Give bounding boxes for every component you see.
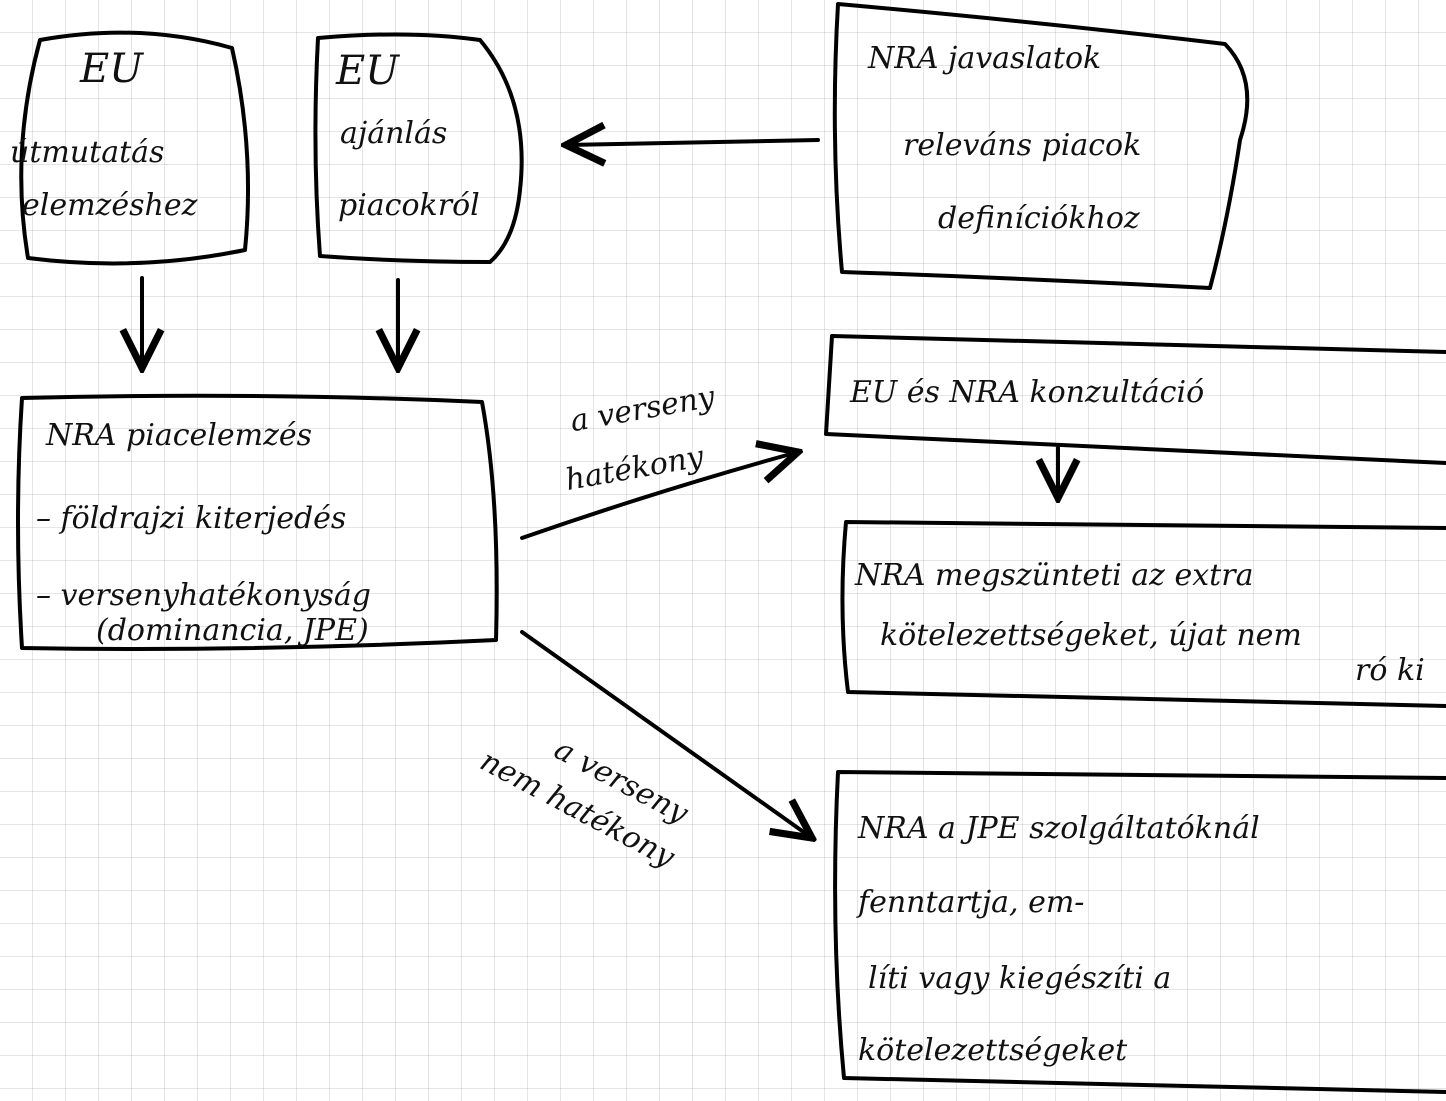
box-nra-market-analysis-line-3: – versenyhatékonyság [36,578,371,613]
box-nra-removes-line-1: NRA megszünteti az extra [854,558,1253,593]
box-nra-maintains-line-1: NRA a JPE szolgáltatóknál [857,811,1260,846]
box-nra-maintains-line-2: fenntartja, em- [856,885,1084,920]
box-nra-removes-line-2: kötelezettségeket, újat nem [880,618,1302,653]
box-eu-review-line-2: útmutatás [10,135,164,170]
box-nra-maintains-line-3: líti vagy kiegészíti a [868,961,1171,996]
box-consultation-line-1: EU és NRA konzultáció [849,375,1204,410]
box-eu-review-line-1: EU [79,46,144,92]
box-nra-market-analysis-line-2: – földrajzi kiterjedés [36,501,346,536]
box-nra-maintains: NRA a JPE szolgáltatóknál fenntartja, em… [833,770,1446,1094]
box-nra-market-analysis-line-4: (dominancia, JPE) [96,613,369,648]
box-eu-review-line-3: elemzéshez [22,188,198,223]
arrow-label-effective-line-2: hatékony [563,439,708,498]
arrow-proposal-to-recommendation [566,140,820,145]
box-consultation: EU és NRA konzultáció [824,334,1446,465]
box-nra-market-analysis-line-1: NRA piacelemzés [45,418,312,453]
box-eu-recommendation-line-1: EU [335,48,400,94]
box-nra-maintains-line-4: kötelezettségeket [858,1033,1128,1068]
box-nra-proposal-line-1: NRA javaslatok [867,41,1101,76]
arrow-not-effective-to-maintains [520,630,812,838]
box-eu-recommendation: EU ajánlás piacokról [313,32,524,264]
box-nra-proposal-line-2: releváns piacok [903,128,1141,163]
box-nra-market-analysis: NRA piacelemzés – földrajzi kiterjedés –… [16,393,499,651]
box-eu-recommendation-line-2: ajánlás [340,116,447,151]
arrow-label-effective-line-1: a verseny [568,379,719,439]
arrow-label-not-effective: a verseny nem hatékony [474,732,694,876]
box-nra-removes: NRA megszünteti az extra kötelezettségek… [840,520,1446,708]
box-nra-removes-line-3: ró ki [1355,653,1425,688]
box-eu-recommendation-line-3: piacokról [338,188,480,223]
arrow-effective-to-consultation [520,452,798,540]
box-nra-proposal-line-3: definíciókhoz [938,201,1140,236]
box-eu-review: EU útmutatás elemzéshez [10,30,250,266]
box-nra-proposal: NRA javaslatok releváns piacok definíció… [832,2,1250,290]
